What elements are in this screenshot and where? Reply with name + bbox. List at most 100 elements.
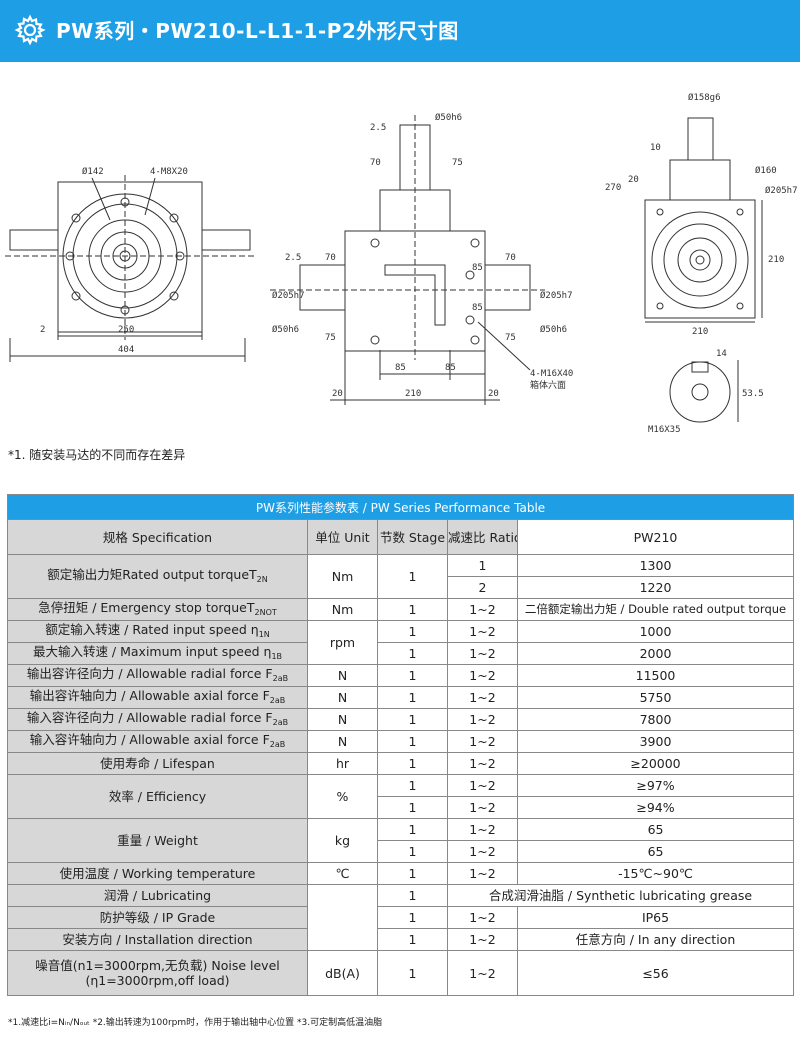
row-iradial-label: 输入容许径向力 / Allowable radial force F2aB: [7, 708, 308, 731]
row-torque-ratio-1: 1: [447, 554, 518, 577]
row-weight-ratio-2: 1~2: [447, 840, 518, 863]
row-eff-unit: %: [307, 774, 378, 819]
row-life-label: 使用寿命 / Lifespan: [7, 752, 308, 775]
footer-notes: *1.减速比i=Nᵢₙ/Nₒᵤₜ *2.输出转速为100rpm时，作用于输出轴中…: [8, 1018, 383, 1028]
row-install-label: 安装方向 / Installation direction: [7, 928, 308, 951]
row-weight-ratio-1: 1~2: [447, 818, 518, 841]
row-oaxial-label: 输出容许轴向力 / Allowable axial force F2aB: [7, 686, 308, 709]
row-rspeed-value: 1000: [516, 620, 795, 643]
table-caption: PW系列性能参数表 / PW Series Performance Table: [6, 494, 795, 520]
gear-icon: [14, 14, 46, 46]
col-unit: 单位 Unit: [307, 519, 378, 555]
side-dim-l2: 70: [325, 253, 336, 263]
end-dim-d1: Ø158g6: [688, 92, 721, 103]
row-torque-label: 额定输出力矩Rated output torqueT2N: [7, 554, 308, 599]
end-dim-w1: 210: [692, 327, 708, 337]
side-dim-t3: 75: [452, 158, 463, 168]
row-iradial-stage: 1: [377, 708, 448, 731]
row-mspeed-value: 2000: [516, 642, 795, 665]
end-dim-h1: 10: [650, 143, 661, 153]
row-iradial-unit: N: [307, 708, 378, 731]
row-temp-ratio: 1~2: [447, 862, 518, 885]
shaft-dim-t: M16X35: [648, 425, 681, 435]
row-iaxial-unit: N: [307, 730, 378, 753]
row-life-unit: hr: [307, 752, 378, 775]
row-ip-label: 防护等级 / IP Grade: [7, 906, 308, 929]
row-eff-ratio-2: 1~2: [447, 796, 518, 819]
side-dim-t2: 70: [370, 158, 381, 168]
end-dim-h3: 270: [605, 183, 621, 193]
row-iradial-ratio: 1~2: [447, 708, 518, 731]
side-dim-b1: 85: [395, 363, 406, 373]
row-oradial-label: 输出容许径向力 / Allowable radial force F2aB: [7, 664, 308, 687]
row-oaxial-unit: N: [307, 686, 378, 709]
end-dim-d2: Ø160: [755, 165, 777, 176]
row-oaxial-value: 5750: [516, 686, 795, 709]
row-weight-value-2: 65: [516, 840, 795, 863]
row-estop-ratio: 1~2: [447, 598, 518, 621]
row-oaxial-stage: 1: [377, 686, 448, 709]
row-noise-unit: dB(A): [307, 950, 378, 996]
row-install-stage: 1: [377, 928, 448, 951]
row-noise-stage: 1: [377, 950, 448, 996]
front-dim-w1: 2: [40, 325, 45, 335]
side-dim-dleft: Ø205h7: [272, 290, 305, 301]
row-eff-ratio-1: 1~2: [447, 774, 518, 797]
note-1: *1. 随安装马达的不同而存在差异: [8, 448, 186, 462]
end-dim-d3: Ø205h7: [765, 185, 798, 196]
row-rspeed-stage: 1: [377, 620, 448, 643]
row-iaxial-value: 3900: [516, 730, 795, 753]
row-oradial-stage: 1: [377, 664, 448, 687]
row-ip-stage: 1: [377, 906, 448, 929]
row-speed-unit: rpm: [307, 620, 378, 665]
side-dim-b4: 210: [405, 389, 421, 399]
side-dim-dleft2: Ø50h6: [272, 324, 299, 335]
row-temp-value: -15℃~90℃: [516, 862, 795, 885]
side-dim-b3: 20: [332, 389, 343, 399]
page-header: PW系列・PW210-L-L1-1-P2外形尺寸图: [0, 0, 800, 62]
row-iaxial-label: 输入容许轴向力 / Allowable axial force F2aB: [7, 730, 308, 753]
row-install-ratio: 1~2: [447, 928, 518, 951]
row-oradial-ratio: 1~2: [447, 664, 518, 687]
row-temp-label: 使用温度 / Working temperature: [7, 862, 308, 885]
row-oradial-unit: N: [307, 664, 378, 687]
row-torque-value-2: 1220: [516, 576, 795, 599]
row-torque-unit: Nm: [307, 554, 378, 599]
row-estop-label: 急停扭矩 / Emergency stop torqueT2NOT: [7, 598, 308, 621]
row-install-value: 任意方向 / In any direction: [516, 928, 795, 951]
row-eff-stage-2: 1: [377, 796, 448, 819]
row-torque-value-1: 1300: [516, 554, 795, 577]
row-estop-unit: Nm: [307, 598, 378, 621]
row-iaxial-ratio: 1~2: [447, 730, 518, 753]
col-spec: 规格 Specification: [7, 519, 308, 555]
row-mspeed-stage: 1: [377, 642, 448, 665]
row-rspeed-ratio: 1~2: [447, 620, 518, 643]
row-eff-stage-1: 1: [377, 774, 448, 797]
side-dim-thread: 4-M16X40: [530, 369, 573, 379]
row-ip-ratio: 1~2: [447, 906, 518, 929]
row-rspeed-label: 额定输入转速 / Rated input speed η1N: [7, 620, 308, 643]
row-iaxial-stage: 1: [377, 730, 448, 753]
row-lube-label: 润滑 / Lubricating: [7, 884, 308, 907]
front-dim-w3: 404: [118, 345, 134, 355]
col-ratio: 减速比 Ratio: [447, 519, 518, 555]
row-temp-unit: ℃: [307, 862, 378, 885]
row-weight-unit: kg: [307, 818, 378, 863]
row-lube-unit: [307, 884, 378, 951]
row-torque-ratio-2: 2: [447, 576, 518, 599]
row-noise-label: 噪音值(n1=3000rpm,无负载) Noise level(η1=3000r…: [7, 950, 308, 996]
front-dim-d1: Ø142: [82, 166, 104, 177]
side-dim-thread2: 箱体六面: [530, 379, 566, 391]
row-mspeed-ratio: 1~2: [447, 642, 518, 665]
shaft-dim-h: 53.5: [742, 389, 764, 399]
row-life-stage: 1: [377, 752, 448, 775]
side-dim-top-d: Ø50h6: [435, 112, 462, 123]
shaft-dim-w: 14: [716, 349, 727, 359]
side-dim-dright: Ø50h6: [540, 324, 567, 335]
front-dim-w2: 250: [118, 325, 134, 335]
row-noise-value: ≤56: [516, 950, 795, 996]
row-eff-value-2: ≥94%: [516, 796, 795, 819]
row-eff-label: 效率 / Efficiency: [7, 774, 308, 819]
side-dim-l3: 75: [325, 333, 336, 343]
row-lube-stage: 1: [377, 884, 448, 907]
